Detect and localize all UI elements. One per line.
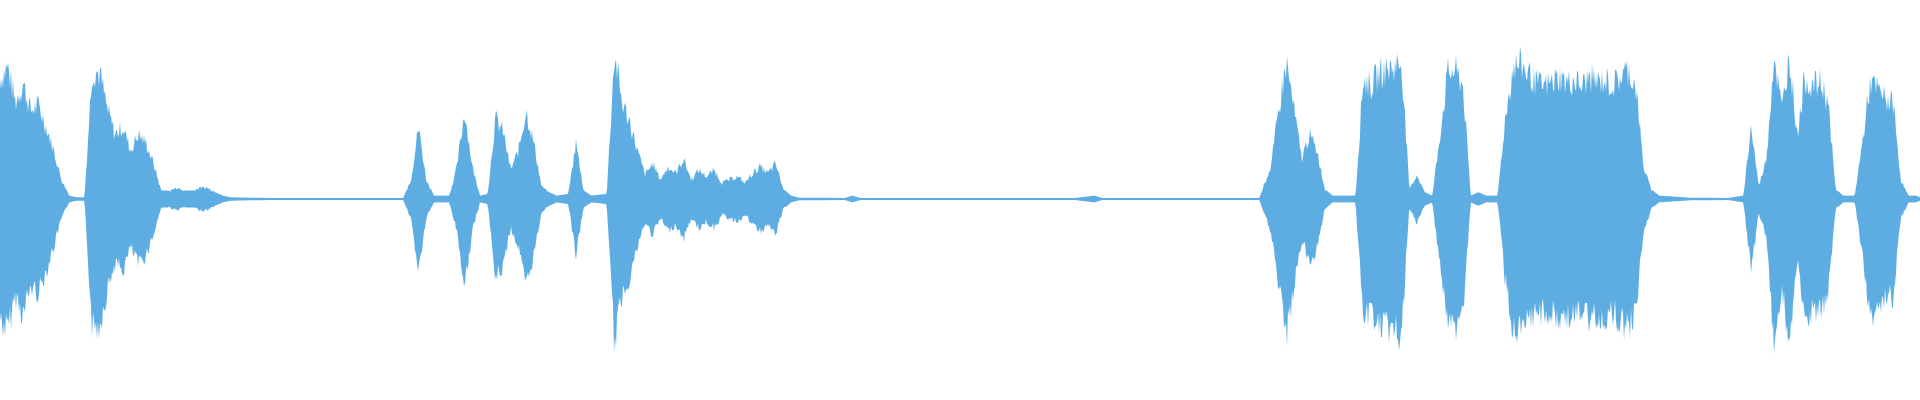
waveform-amplitude — [0, 46, 1920, 354]
